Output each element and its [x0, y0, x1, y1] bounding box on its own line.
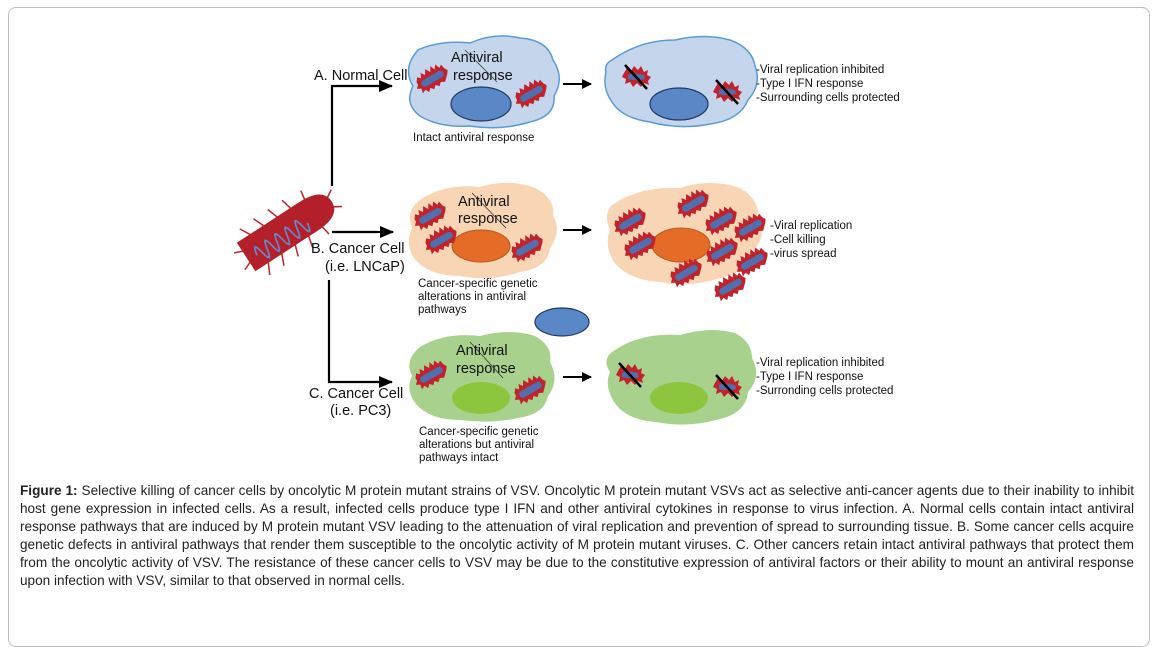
panel-c-sublabel: (i.e. PC3) — [330, 403, 391, 419]
cell-membrane — [606, 329, 757, 425]
outcome-item: -Viral replication — [770, 220, 852, 232]
nucleus — [450, 86, 512, 122]
nucleus — [650, 382, 708, 414]
panel-a: A. Normal Cell Antiviral response Intact… — [314, 35, 900, 144]
cancer-cell-lncap-infected: Antiviral response — [408, 182, 557, 279]
panel-b-outcome-list: -Viral replication -Cell killing -virus … — [770, 220, 852, 260]
panel-b-note: alterations in antiviral — [418, 291, 526, 303]
nucleus — [452, 382, 510, 414]
panel-b-sublabel: (i.e. LNCaP) — [325, 259, 405, 275]
panel-a-outcome-list: -Viral replication inhibited -Type I IFN… — [756, 64, 900, 104]
cancer-cell-pc3-infected: Antiviral response — [409, 332, 555, 422]
normal-cell-infected: Antiviral response — [407, 35, 560, 129]
outcome-item: -Surrounding cells protected — [756, 92, 900, 104]
outcome-item: -Cell killing — [770, 234, 826, 246]
panel-b: B. Cancer Cell (i.e. LNCaP) Antiviral re… — [311, 182, 852, 316]
nucleus — [649, 87, 709, 121]
strike-line — [469, 341, 504, 379]
figure-caption-label: Figure 1: — [20, 483, 78, 498]
normal-cell-outcome — [604, 35, 759, 128]
strike-line — [464, 49, 498, 83]
panel-c-outcome-list: -Viral replication inhibited -Type I IFN… — [756, 357, 893, 397]
strike-line — [471, 192, 507, 229]
cell-text-line1: Antiviral — [456, 343, 508, 359]
panel-b-label: B. Cancer Cell — [311, 241, 404, 257]
panel-b-note: Cancer-specific genetic — [418, 278, 538, 290]
nucleus — [651, 227, 711, 263]
cell-text-line1: Antiviral — [451, 50, 503, 66]
outcome-item: -Viral replication inhibited — [756, 64, 884, 76]
panel-c-note: pathways intact — [419, 452, 499, 464]
panel-a-note: Intact antiviral response — [413, 132, 534, 144]
panel-c-note: alterations but antiviral — [419, 439, 534, 451]
outcome-item: -Viral replication inhibited — [756, 357, 884, 369]
outcome-item: -virus spread — [770, 248, 836, 260]
panel-a-label: A. Normal Cell — [314, 68, 407, 84]
outcome-item: -Type I IFN response — [756, 371, 863, 383]
pathway-arrows — [327, 79, 592, 388]
panel-b-note: pathways — [418, 304, 467, 316]
outcome-item: -Type I IFN response — [756, 78, 863, 90]
cell-text-line1: Antiviral — [458, 194, 510, 210]
figure-caption-text: Selective killing of cancer cells by onc… — [20, 483, 1135, 588]
cancer-cell-pc3-outcome — [606, 329, 757, 425]
panel-c-note: Cancer-specific genetic — [419, 426, 539, 438]
figure-caption: Figure 1: Selective killing of cancer ce… — [20, 482, 1134, 590]
cell-text-line2: response — [453, 68, 513, 84]
nucleus — [451, 229, 511, 263]
cell-text-line2: response — [458, 211, 518, 227]
cell-text-line2: response — [456, 361, 516, 377]
cell-membrane — [604, 35, 759, 128]
vsv-virus-icon — [233, 189, 343, 276]
outcome-item: -Surronding cells protected — [756, 385, 893, 397]
stray-nucleus — [534, 307, 590, 337]
cancer-cell-lncap-outcome — [606, 183, 773, 305]
panel-c: C. Cancer Cell (i.e. PC3) Antiviral resp… — [309, 329, 893, 464]
panel-c-label: C. Cancer Cell — [309, 386, 403, 402]
figure-diagram: A. Normal Cell Antiviral response Intact… — [233, 35, 900, 464]
